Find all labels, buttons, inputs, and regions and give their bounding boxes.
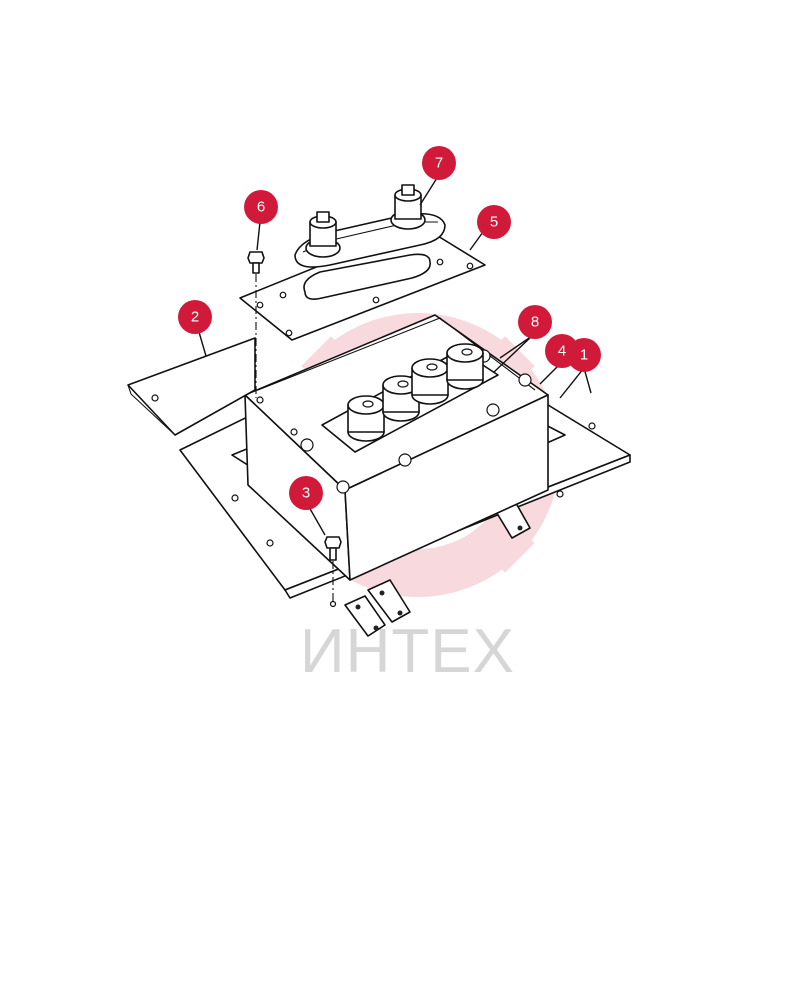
callout-4: 4 [545,334,579,368]
callout-6-label: 6 [257,199,265,216]
callout-8: 8 [518,305,552,339]
callout-8-label: 8 [531,314,539,331]
callout-5-label: 5 [490,214,498,231]
callout-3: 3 [289,476,323,510]
grommet-4 [446,343,484,390]
leader-lines [198,177,592,536]
callout-1-label: 1 [580,347,588,364]
callout-6: 6 [244,190,278,224]
cable-gland-left [305,211,341,258]
grommet-2 [382,375,420,422]
grommet-1 [347,395,385,442]
callout-5: 5 [477,205,511,239]
bolt-bottom [324,536,342,608]
callout-7: 7 [422,146,456,180]
callout-2: 2 [178,300,212,334]
grommet-3 [411,358,449,405]
callout-2-label: 2 [191,309,199,326]
bolt-top [247,251,265,398]
side-cover-plate [127,337,256,436]
rubber-boot [294,184,446,268]
cable-gland-right [390,184,426,230]
grommet-strip [321,343,499,453]
callout-4-label: 4 [558,343,566,360]
callout-7-label: 7 [435,155,443,172]
watermark-text: ИНТЕХ [300,617,515,686]
callout-3-label: 3 [302,485,310,502]
